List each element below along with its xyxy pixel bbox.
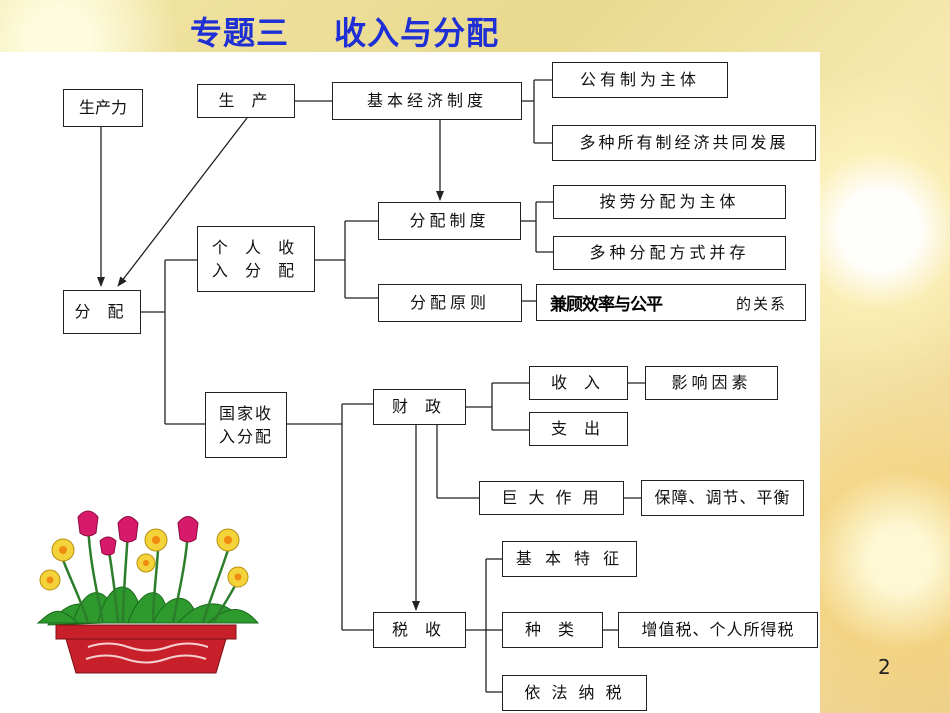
- node-state-income-distribution: 国家收 入分配: [205, 392, 287, 458]
- node-influencing-factors: 影响因素: [645, 366, 778, 400]
- node-labor-distribution-main: 按劳分配为主体: [553, 185, 786, 219]
- node-revenue: 收 入: [529, 366, 628, 400]
- node-basic-economic-system: 基本经济制度: [332, 82, 522, 120]
- node-personal-income-distribution: 个 人 收 入 分 配: [197, 226, 315, 292]
- node-guarantee-regulate-balance: 保障、调节、平衡: [641, 480, 804, 516]
- node-finance: 财 政: [373, 389, 466, 425]
- node-distribution: 分 配: [63, 290, 141, 334]
- efficiency-fairness-text: 兼顾效率与公平: [550, 295, 663, 315]
- node-basic-features: 基 本 特 征: [502, 541, 637, 577]
- page-number: 2: [878, 655, 891, 679]
- node-efficiency-fairness-relation: [536, 284, 806, 321]
- node-taxation: 税 收: [373, 612, 466, 648]
- node-productivity: 生产力: [63, 89, 143, 127]
- node-tax-examples: 增值税、个人所得税: [618, 612, 818, 648]
- flowerpot-illustration: [36, 510, 260, 674]
- node-production: 生 产: [197, 84, 295, 118]
- page-title: 专题三 收入与分配: [190, 14, 500, 52]
- node-tax-types: 种 类: [502, 612, 603, 648]
- node-multi-ownership: 多种所有制经济共同发展: [552, 125, 816, 161]
- node-expenditure: 支 出: [529, 412, 628, 446]
- node-public-ownership-main: 公有制为主体: [552, 62, 728, 98]
- node-big-role: 巨 大 作 用: [479, 481, 624, 515]
- node-distribution-principle: 分配原则: [378, 284, 522, 322]
- relation-suffix-text: 的关系: [736, 295, 788, 313]
- node-multi-distribution-methods: 多种分配方式并存: [553, 236, 786, 270]
- node-distribution-system: 分配制度: [378, 202, 521, 240]
- node-lawful-tax-payment: 依 法 纳 税: [502, 675, 647, 711]
